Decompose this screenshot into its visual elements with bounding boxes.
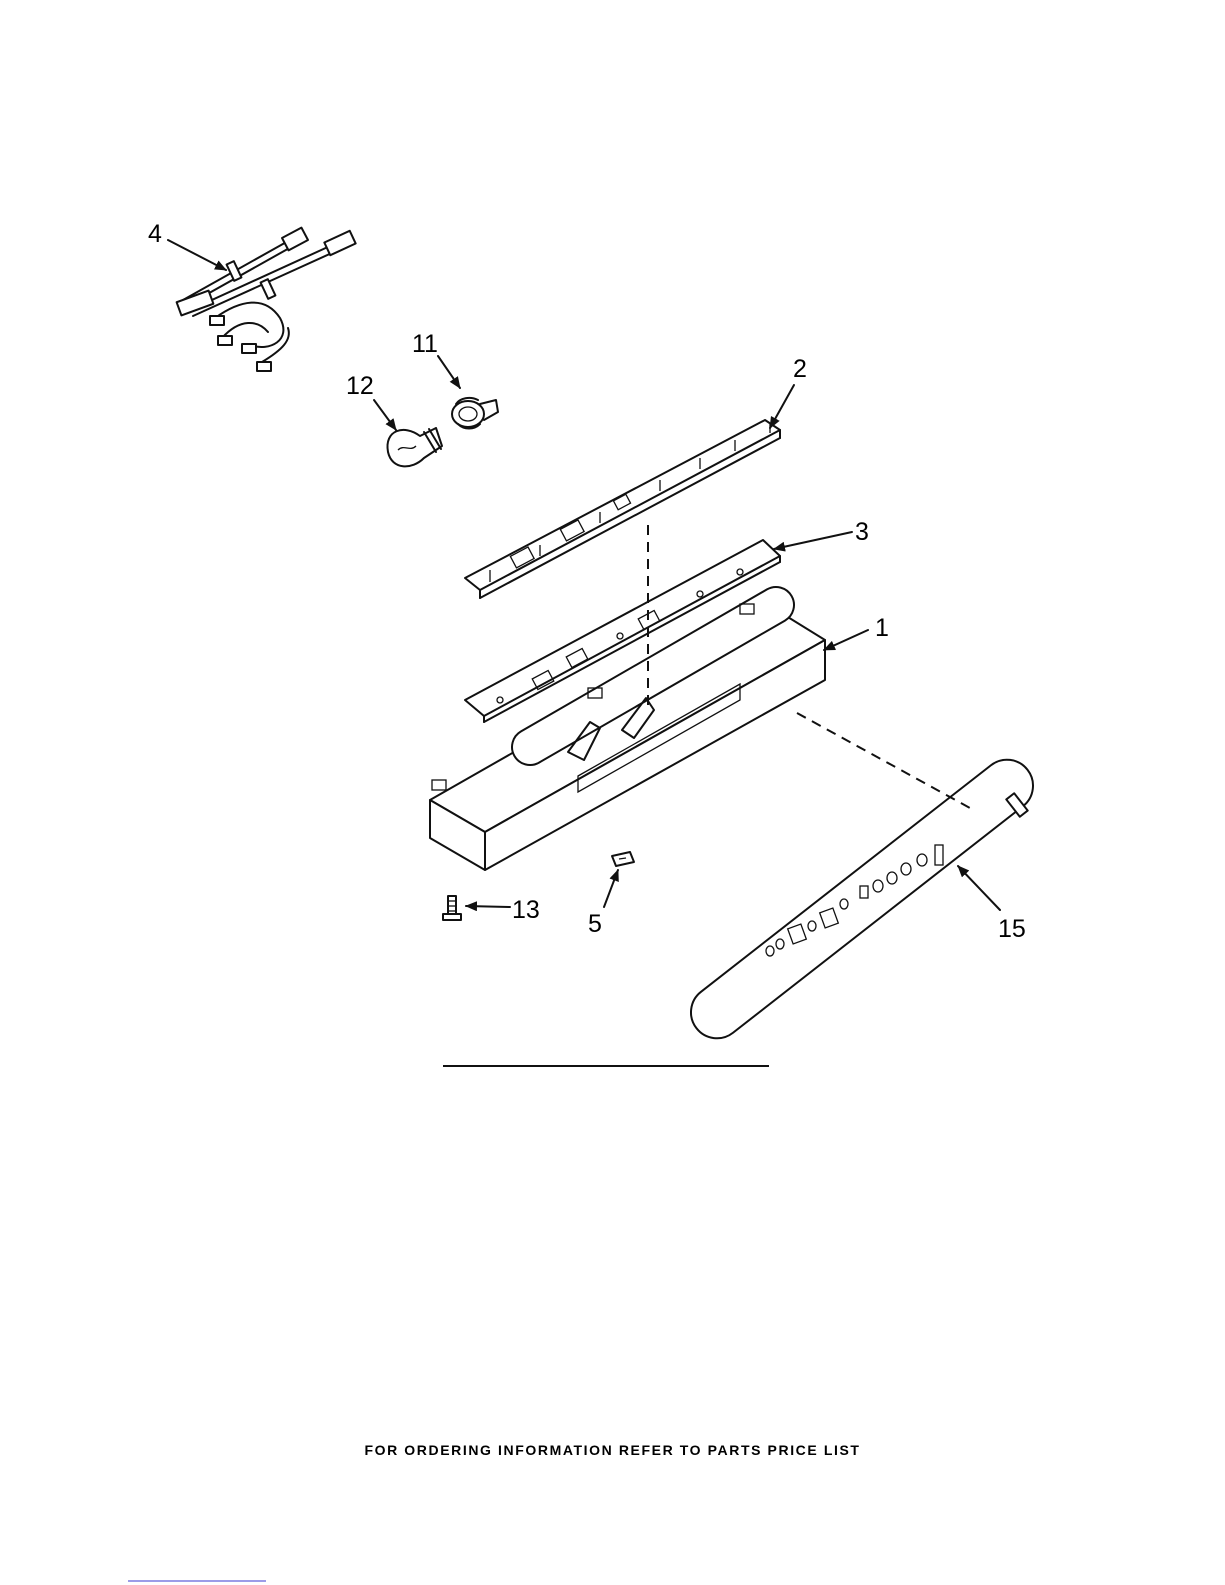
callout-3: 3 (855, 518, 869, 546)
callout-13: 13 (512, 896, 540, 924)
lamp-socket-part (452, 398, 498, 429)
light-bulb-part (387, 428, 442, 466)
ordering-information-note: FOR ORDERING INFORMATION REFER TO PARTS … (0, 1442, 1225, 1458)
callout-11: 11 (412, 330, 438, 358)
clip-part (612, 852, 634, 866)
callout-labels: 1 2 3 4 5 11 12 13 15 (148, 220, 1026, 943)
callout-15: 15 (998, 915, 1026, 943)
callout-12: 12 (346, 372, 374, 400)
callout-1: 1 (875, 614, 889, 642)
wire-harness-part (177, 228, 356, 371)
callout-5: 5 (588, 910, 602, 938)
callout-2: 2 (793, 355, 807, 383)
screw-part (443, 896, 461, 920)
callout-4: 4 (148, 220, 162, 248)
